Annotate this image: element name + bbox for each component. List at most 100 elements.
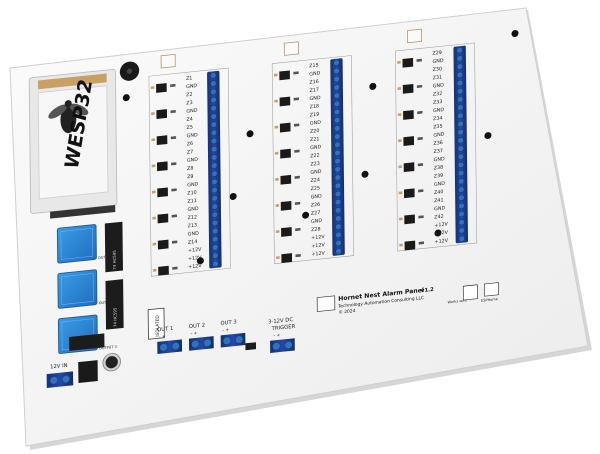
terminal-screw[interactable] [458,219,465,226]
terminal-screw[interactable] [211,219,218,226]
terminal-label: +12V [188,247,202,254]
terminal-screw[interactable] [456,71,463,78]
terminal-screw[interactable] [172,342,180,350]
terminal-screw[interactable] [211,154,218,161]
terminal-screw[interactable] [210,105,217,112]
optocoupler [280,200,292,211]
terminal-screw[interactable] [191,340,199,348]
terminal-screw[interactable] [456,63,463,70]
terminal-screw[interactable] [335,223,342,230]
terminal-screw[interactable] [457,129,464,136]
terminal-screw[interactable] [457,88,464,95]
terminal-screw[interactable] [210,72,217,79]
terminal-screw[interactable] [212,260,219,267]
terminal-screw[interactable] [211,195,218,202]
terminal-screw[interactable] [458,194,465,201]
terminal-screw[interactable] [333,108,341,116]
mounting-hole [434,229,442,237]
terminal-screw[interactable] [335,215,342,222]
terminal-label: Z27 [311,210,321,217]
terminal-label: Z9 [187,174,193,181]
terminal-screw[interactable] [334,141,341,148]
terminal-screw[interactable] [456,47,463,54]
terminal-screw[interactable] [457,112,464,119]
terminal-screw[interactable] [212,228,219,235]
terminal-screw[interactable] [458,211,465,218]
terminal-screw[interactable] [210,121,217,128]
terminal-label: Z10 [187,190,197,197]
terminal-screw[interactable] [458,235,465,242]
terminal-screw[interactable] [334,117,341,124]
terminal-screw[interactable] [203,339,212,347]
terminal-screw[interactable] [457,96,464,103]
terminal-screw[interactable] [211,170,218,177]
terminal-screw[interactable] [210,88,217,95]
terminal-screw[interactable] [457,145,464,152]
terminal-screw[interactable] [456,79,464,87]
opto-chip [245,342,257,351]
terminal-screw[interactable] [456,55,463,62]
terminal-screw[interactable] [335,199,342,206]
terminal-screw[interactable] [210,137,218,145]
terminal-screw[interactable] [335,207,342,214]
esphome-icon [484,282,499,297]
terminal-screw[interactable] [223,337,231,345]
terminal-screw[interactable] [458,227,465,234]
terminal-screw[interactable] [210,129,217,136]
terminal-screw[interactable] [333,76,340,83]
terminal-screw[interactable] [334,158,341,165]
terminal-screw[interactable] [210,113,217,120]
output-label: OUT 3 [220,319,236,327]
terminal-label: Z1 [186,75,192,82]
terminal-screw[interactable] [458,170,465,177]
terminal-screw[interactable] [211,162,218,169]
terminal-screw[interactable] [211,146,218,153]
terminal-label: GND [311,218,322,225]
terminal-screw[interactable] [334,166,341,173]
terminal-screw[interactable] [457,137,464,144]
terminal-screw[interactable] [458,178,465,185]
terminal-label: Z29 [432,50,442,57]
terminal-screw[interactable] [211,187,218,194]
mounting-hole [511,30,519,38]
terminal-screw[interactable] [334,125,341,132]
terminal-screw[interactable] [212,236,219,243]
terminal-screw[interactable] [333,100,340,107]
dc-barrel-jack [78,360,98,384]
terminal-screw[interactable] [458,186,465,193]
terminal-label: +12V [311,234,325,241]
terminal-screw[interactable] [457,161,465,168]
terminal-screw[interactable] [235,336,243,344]
terminal-screw[interactable] [458,202,465,209]
terminal-screw[interactable] [334,149,341,156]
terminal-screw[interactable] [210,80,217,87]
terminal-screw[interactable] [334,174,341,181]
terminal-screw[interactable] [212,244,219,251]
terminal-screw[interactable] [333,68,340,75]
terminal-screw[interactable] [211,203,218,210]
power-terminal [46,371,74,389]
terminal-screw[interactable] [335,231,342,238]
terminal-label: Z6 [187,141,193,148]
terminal-screw[interactable] [334,182,341,189]
terminal-screw[interactable] [335,240,342,247]
terminal-screw[interactable] [210,97,217,104]
terminal-screw[interactable] [211,178,218,185]
power-in-label: 12V IN [50,363,68,371]
terminal-screw[interactable] [457,153,464,160]
terminal-screw[interactable] [159,343,168,351]
terminal-screw[interactable] [457,104,464,111]
terminal-screw[interactable] [335,248,342,255]
terminal-screw[interactable] [334,190,341,197]
terminal-screw[interactable] [333,92,340,99]
terminal-screw[interactable] [333,59,340,66]
terminal-screw[interactable] [211,211,218,218]
terminal-screw[interactable] [333,84,340,91]
output-terminal: OUT 3- + [220,319,246,348]
output-label: OUT 1 [157,326,173,334]
terminal-screw[interactable] [334,133,341,140]
relay-label: OUTPUT 3 [99,345,117,351]
terminal-screw[interactable] [212,252,219,259]
terminal-screw[interactable] [457,120,464,127]
block-outline [271,55,354,264]
